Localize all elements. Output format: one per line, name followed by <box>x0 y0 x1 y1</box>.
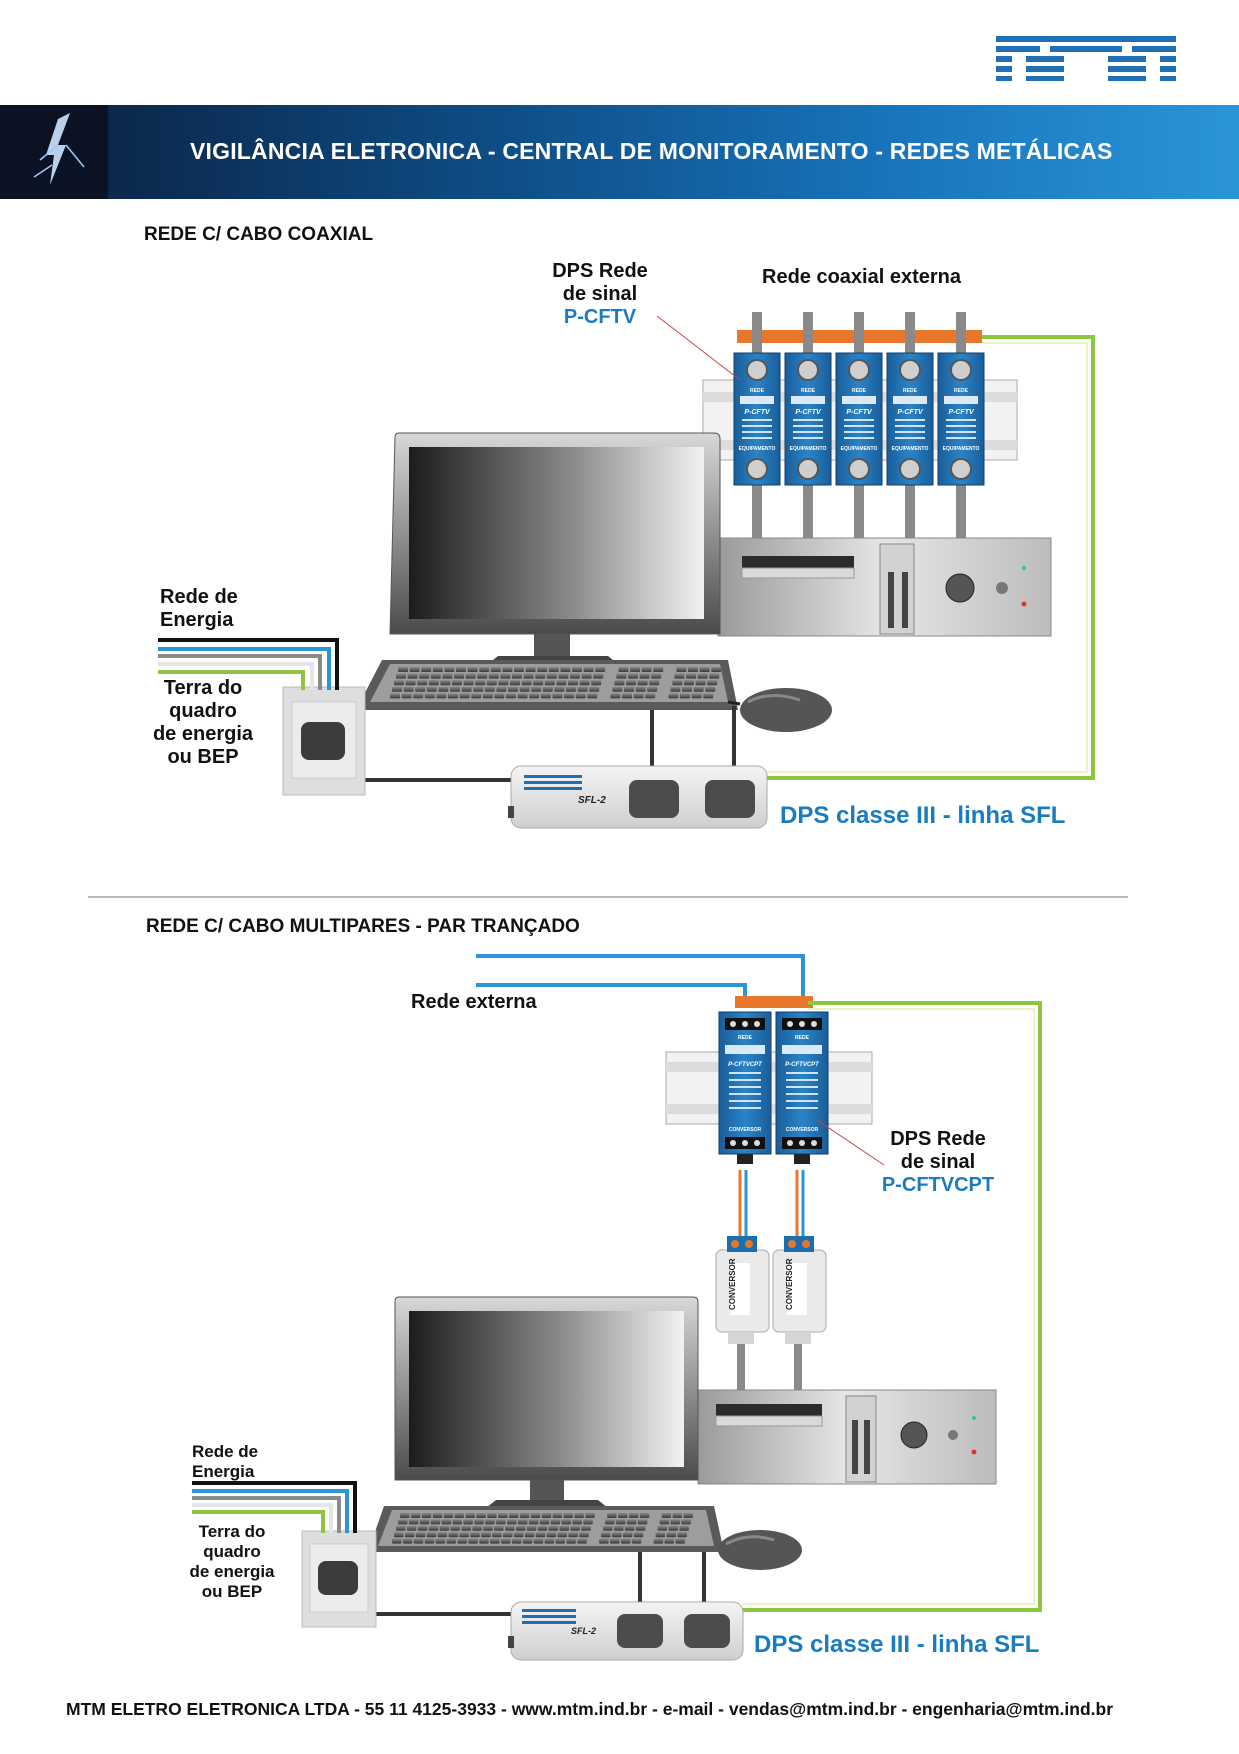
dps-module-coax: REDE P-CFTV EQUIPAMENTO <box>784 352 832 486</box>
converter-2 <box>772 1236 827 1390</box>
strip-model-1: SFL-2 <box>578 795 606 806</box>
svg-text:CONVERSOR: CONVERSOR <box>729 1127 762 1133</box>
svg-text:REDE: REDE <box>852 388 867 394</box>
svg-text:REDE: REDE <box>795 1035 810 1041</box>
ground-label-2: Terra do quadro de energia ou BEP <box>189 1522 275 1601</box>
dps-pointer-2 <box>816 1119 885 1166</box>
section-divider <box>88 896 1128 898</box>
section2-heading: REDE C/ CABO MULTIPARES - PAR TRANÇADO <box>146 916 580 937</box>
svg-text:REDE: REDE <box>903 388 918 394</box>
svg-text:EQUIPAMENTO: EQUIPAMENTO <box>943 446 980 452</box>
svg-text:EQUIPAMENTO: EQUIPAMENTO <box>790 446 827 452</box>
pc-case-2 <box>697 1389 997 1485</box>
keyboard-1 <box>356 660 738 710</box>
dps-label-1: DPS Rede de sinal P-CFTV <box>552 260 648 328</box>
mtm-logo <box>996 34 1176 82</box>
energy-label-1: Rede de Energia <box>160 586 238 631</box>
keyboard-2 <box>368 1506 724 1552</box>
external-network-label: Rede externa <box>411 991 537 1013</box>
pc-case-1 <box>717 537 1052 637</box>
svg-text:EQUIPAMENTO: EQUIPAMENTO <box>841 446 878 452</box>
sfl-label-1: DPS classe III - linha SFL <box>780 802 1066 829</box>
converter-label-2: CONVERSOR <box>785 1258 794 1310</box>
svg-text:REDE: REDE <box>738 1035 753 1041</box>
wall-outlet-1 <box>282 686 366 796</box>
svg-text:EQUIPAMENTO: EQUIPAMENTO <box>739 446 776 452</box>
svg-text:CONVERSOR: CONVERSOR <box>786 1127 819 1133</box>
dps-label-2: DPS Rede de sinal P-CFTVCPT <box>881 1128 995 1196</box>
mouse-1 <box>740 688 832 732</box>
sfl-strip-2 <box>508 1601 744 1661</box>
header-banner <box>0 105 1239 199</box>
sfl-strip-1 <box>508 765 768 829</box>
svg-text:P-CFTVCPT: P-CFTVCPT <box>785 1062 820 1068</box>
strip-model-2: SFL-2 <box>571 1626 597 1636</box>
dps-module-twisted-pair: REDE P-CFTVCPT CONVERSOR <box>718 1011 772 1164</box>
svg-text:REDE: REDE <box>801 388 816 394</box>
wall-outlet-2 <box>301 1530 377 1628</box>
svg-text:P-CFTV: P-CFTV <box>897 409 924 416</box>
svg-text:P-CFTV: P-CFTV <box>795 409 822 416</box>
svg-text:P-CFTVCPT: P-CFTVCPT <box>728 1062 763 1068</box>
dps-pointer-1 <box>656 315 741 381</box>
page-title: VIGILÂNCIA ELETRONICA - CENTRAL DE MONIT… <box>190 138 1113 164</box>
footer-contact: MTM ELETRO ELETRONICA LTDA - 55 11 4125-… <box>66 1699 1114 1719</box>
svg-text:P-CFTV: P-CFTV <box>744 409 771 416</box>
dps-module-coax: REDE P-CFTV EQUIPAMENTO <box>886 352 934 486</box>
ground-line-1 <box>757 335 1095 780</box>
section1-heading: REDE C/ CABO COAXIAL <box>144 224 374 245</box>
dps-module-coax: REDE P-CFTV EQUIPAMENTO <box>835 352 883 486</box>
svg-text:REDE: REDE <box>954 388 969 394</box>
dps-module-coax: REDE P-CFTV EQUIPAMENTO <box>733 352 781 486</box>
converter-label-1: CONVERSOR <box>728 1258 737 1310</box>
coax-label: Rede coaxial externa <box>762 266 961 288</box>
ground-line-2 <box>742 1001 1042 1612</box>
dps-module-twisted-pair: REDE P-CFTVCPT CONVERSOR <box>775 1011 829 1164</box>
svg-text:REDE: REDE <box>750 388 765 394</box>
lightning-icon <box>0 105 108 199</box>
converter-1 <box>715 1236 770 1390</box>
dps-module-coax: REDE P-CFTV EQUIPAMENTO <box>937 352 985 486</box>
ground-label-1: Terra do quadro de energia ou BEP <box>152 677 254 768</box>
sfl-label-2: DPS classe III - linha SFL <box>754 1631 1040 1658</box>
svg-text:P-CFTV: P-CFTV <box>846 409 873 416</box>
energy-label-2: Rede de Energia <box>192 1442 259 1481</box>
monitor-1 <box>389 432 721 674</box>
monitor-2 <box>394 1296 699 1516</box>
svg-text:EQUIPAMENTO: EQUIPAMENTO <box>892 446 929 452</box>
svg-text:P-CFTV: P-CFTV <box>948 409 975 416</box>
